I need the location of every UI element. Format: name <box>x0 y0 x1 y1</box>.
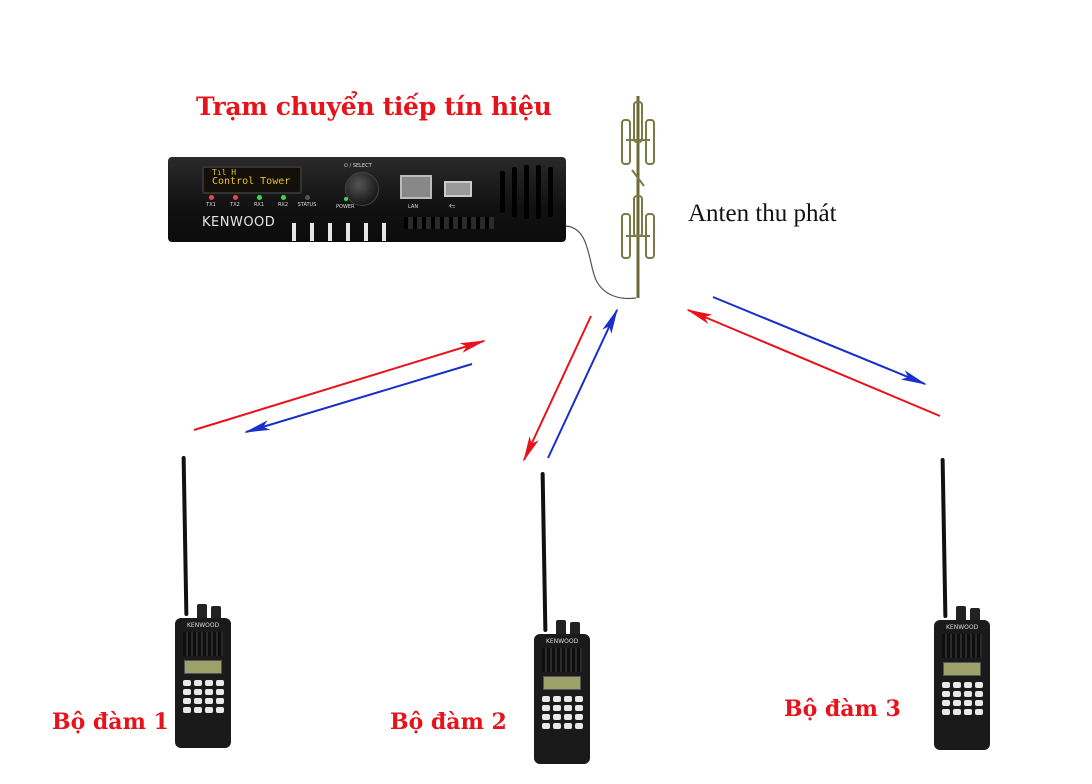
heatsink-fin <box>346 223 350 241</box>
radio-knob-icon <box>956 606 966 622</box>
radio-label-1: Bộ đàm 1 <box>52 709 169 735</box>
radio-body: KENWOOD <box>934 620 990 750</box>
downlink-arrow-radio-3 <box>712 296 927 385</box>
handheld-radio-2: KENWOOD <box>534 471 594 767</box>
uplink-arrow-radio-3 <box>686 309 941 417</box>
radio-keypad <box>942 682 983 715</box>
indicator-label: STATUS <box>297 202 317 208</box>
radio-brand: KENWOOD <box>187 622 220 629</box>
led-icon <box>256 195 262 200</box>
radio-knob-icon <box>556 620 566 636</box>
radio-knob-icon <box>570 622 580 636</box>
indicator-tx1: TX1 <box>204 195 218 208</box>
radio-keypad <box>542 696 583 729</box>
indicator-label: TX1 <box>206 202 216 208</box>
indicator-row: TX1 TX2 RX1 RX2 STATUS <box>204 195 317 208</box>
lan-label: LAN <box>408 204 419 210</box>
handheld-radio-3: KENWOOD <box>934 457 994 753</box>
radio-keypad <box>183 680 224 713</box>
heatsink-fin <box>292 223 296 241</box>
downlink-arrow-radio-2 <box>523 315 592 462</box>
usb-port-icon <box>444 181 472 197</box>
led-icon <box>232 195 238 200</box>
power-select-knob[interactable] <box>345 172 379 206</box>
radio-screen <box>184 660 222 674</box>
indicator-label: RX2 <box>277 202 289 208</box>
vent-slot <box>500 171 505 213</box>
heatsink-fin <box>382 223 386 241</box>
antenna-cable <box>565 225 637 300</box>
vent-slot <box>536 165 541 219</box>
radio-screen <box>543 676 581 690</box>
uplink-arrow-radio-2 <box>547 308 618 459</box>
radio-brand: KENWOOD <box>546 638 579 645</box>
led-icon <box>304 195 310 200</box>
display-text: Control Tower <box>212 176 291 187</box>
indicator-label: RX1 <box>253 202 265 208</box>
led-icon <box>280 195 286 200</box>
led-icon <box>208 195 214 200</box>
indicator-rx1: RX1 <box>252 195 266 208</box>
radio-antenna-icon <box>540 471 548 633</box>
radio-body: KENWOOD <box>534 634 590 764</box>
antenna-label: Anten thu phát <box>688 200 837 227</box>
radio-knob-icon <box>970 608 980 622</box>
radio-body: KENWOOD <box>175 618 231 748</box>
repeater-title: Trạm chuyển tiếp tín hiệu <box>196 92 552 121</box>
heatsink-fin <box>364 223 368 241</box>
antenna-icon <box>621 96 655 298</box>
radio-knob-icon <box>197 604 207 620</box>
repeater-unit: Tıl H Control Tower TX1 TX2 RX1 RX2 STAT… <box>168 157 566 242</box>
lower-vent-grille <box>404 217 494 229</box>
lan-port-icon <box>400 175 432 199</box>
indicator-status: STATUS <box>297 195 317 208</box>
radio-knob-icon <box>211 606 221 620</box>
usb-symbol-icon: ⭋ <box>449 201 456 210</box>
power-led-icon <box>344 197 348 201</box>
power-label: POWER <box>336 204 355 210</box>
vent-slot <box>512 167 517 217</box>
speaker-grille <box>942 634 982 658</box>
handheld-radio-1: KENWOOD <box>175 455 235 751</box>
speaker-grille <box>183 632 223 656</box>
vent-slot <box>524 165 529 219</box>
radio-label-3: Bộ đàm 3 <box>784 696 901 722</box>
radio-antenna-icon <box>181 455 189 617</box>
select-label: ⏻ / SELECT <box>344 163 372 169</box>
repeater-display: Tıl H Control Tower <box>202 166 302 194</box>
indicator-label: TX2 <box>230 202 240 208</box>
display-signal-icons: Tıl H <box>212 168 237 177</box>
heatsink-fin <box>328 223 332 241</box>
downlink-arrow-radio-1 <box>244 363 473 433</box>
repeater-brand: KENWOOD <box>202 215 276 230</box>
radio-antenna-icon <box>940 457 948 619</box>
radio-brand: KENWOOD <box>946 624 979 631</box>
indicator-tx2: TX2 <box>228 195 242 208</box>
indicator-rx2: RX2 <box>276 195 290 208</box>
vent-slot <box>548 167 553 217</box>
heatsink-fin <box>310 223 314 241</box>
speaker-grille <box>542 648 582 672</box>
radio-screen <box>943 662 981 676</box>
uplink-arrow-radio-1 <box>193 340 486 431</box>
radio-label-2: Bộ đàm 2 <box>390 709 507 735</box>
